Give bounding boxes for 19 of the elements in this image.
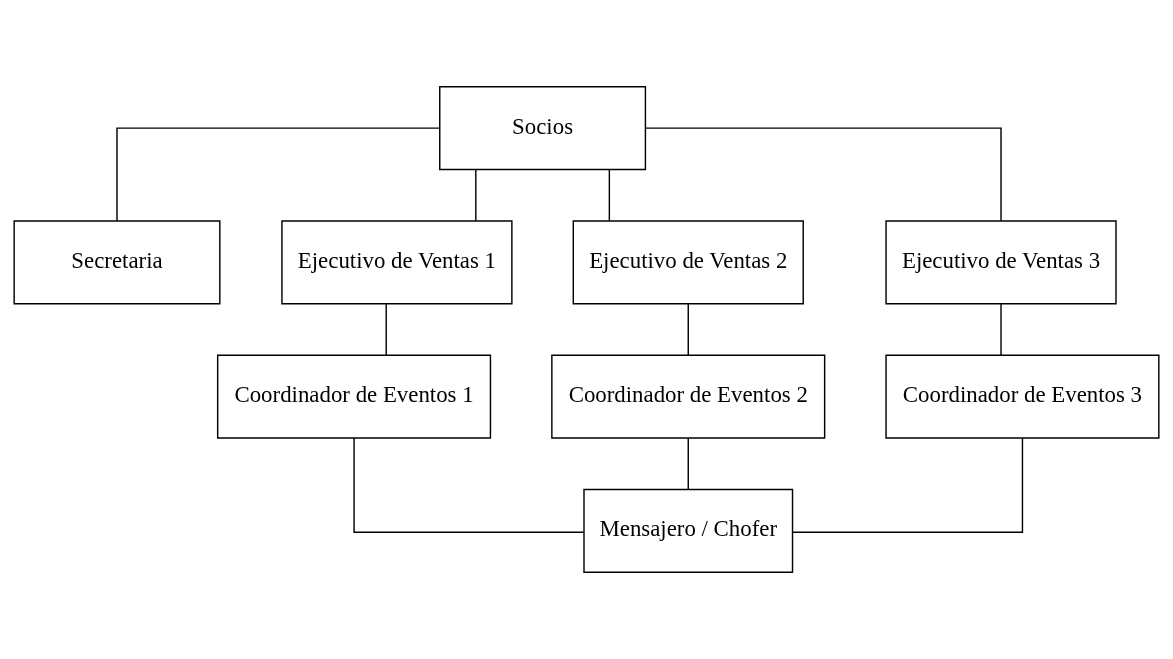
- node-box: Coordinador de Eventos 1: [216, 354, 492, 439]
- node-box: Mensajero / Chofer: [583, 488, 794, 573]
- connector: [644, 127, 1002, 222]
- node-box: Ejecutivo de Ventas 3: [885, 220, 1117, 305]
- connector: [116, 127, 441, 222]
- connector: [1000, 303, 1002, 356]
- node-box: Secretaria: [13, 220, 221, 305]
- node-box: Ejecutivo de Ventas 2: [572, 220, 804, 305]
- connector: [687, 437, 689, 490]
- node-box: Coordinador de Eventos 2: [551, 354, 826, 439]
- connector: [385, 303, 387, 356]
- connector: [475, 169, 477, 222]
- connector: [791, 437, 1024, 533]
- connector: [608, 169, 611, 222]
- node-box: Coordinador de Eventos 3: [885, 354, 1160, 439]
- node-box: Ejecutivo de Ventas 1: [281, 220, 513, 305]
- connector: [353, 437, 585, 533]
- node-box: Socios: [439, 86, 647, 171]
- connector: [687, 303, 689, 356]
